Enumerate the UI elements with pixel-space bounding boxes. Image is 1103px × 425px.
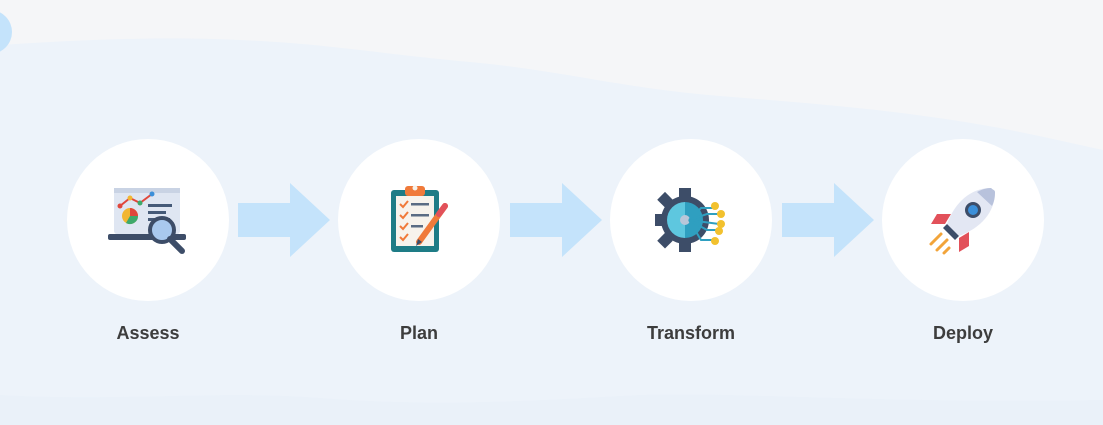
gear-circuit-icon (655, 184, 727, 256)
step-deploy: Deploy (881, 139, 1045, 344)
step-circle (882, 139, 1044, 301)
step-circle (610, 139, 772, 301)
step-label: Deploy (932, 323, 993, 343)
arrow-right-icon (238, 183, 330, 257)
step-transform: Transform (609, 139, 773, 344)
corner-blob (0, 12, 12, 52)
arrow-right-icon (782, 183, 874, 257)
step-plan: Plan (337, 139, 501, 344)
step-label: Transform (646, 323, 736, 343)
rocket-icon (927, 184, 999, 256)
step-label: Plan (399, 323, 438, 343)
clipboard-checklist-icon (387, 184, 451, 256)
step-circle (338, 139, 500, 301)
step-label: Assess (116, 323, 180, 343)
analytics-magnifier-icon (108, 184, 188, 256)
step-circle (67, 139, 229, 301)
step-assess: Assess (66, 139, 230, 344)
arrow-right-icon (510, 183, 602, 257)
